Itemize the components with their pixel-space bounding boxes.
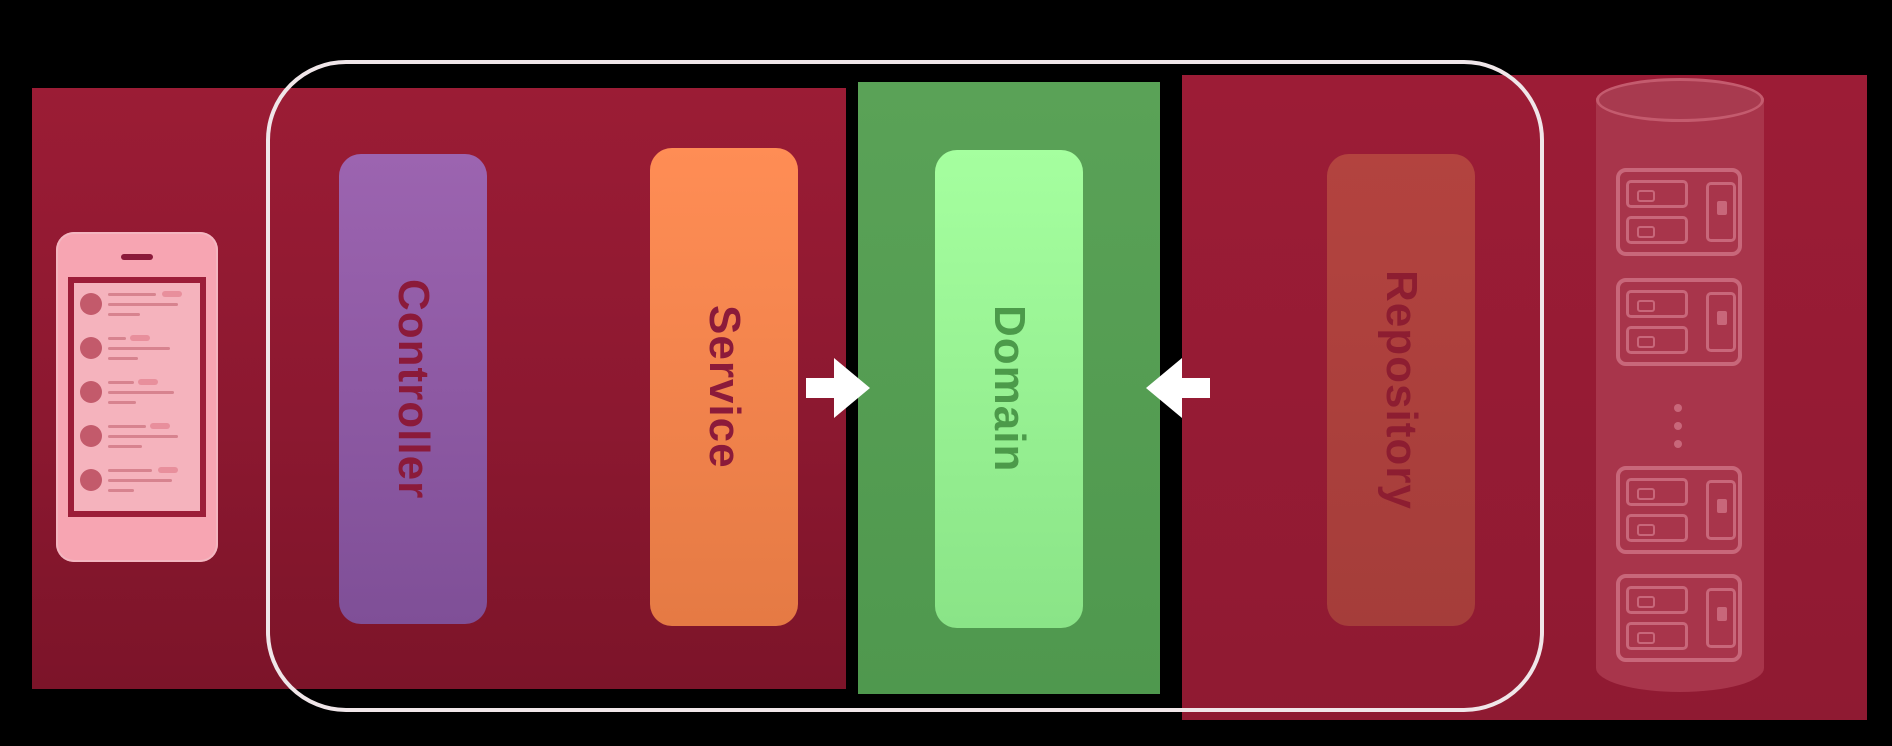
service-label: Service	[700, 305, 749, 469]
list-item	[80, 377, 194, 415]
arrow-right-icon	[806, 358, 870, 418]
domain-box: Domain	[935, 150, 1083, 628]
server-icon	[1616, 466, 1742, 554]
domain-label: Domain	[985, 305, 1034, 473]
service-box: Service	[650, 148, 798, 626]
database-cylinder-body	[1596, 98, 1764, 692]
list-item	[80, 465, 194, 503]
database-cylinder-top	[1596, 78, 1764, 122]
server-icon	[1616, 168, 1742, 256]
phone-app-list	[74, 283, 200, 511]
application-boundary	[266, 60, 1544, 712]
phone-speaker	[121, 254, 153, 260]
server-icon	[1616, 574, 1742, 662]
smartphone-icon	[56, 232, 218, 562]
ellipsis-icon	[1672, 400, 1684, 456]
database-icon	[1596, 78, 1764, 712]
list-item	[80, 333, 194, 371]
server-icon	[1616, 278, 1742, 366]
repository-box: Repository	[1327, 154, 1475, 626]
list-item	[80, 289, 194, 327]
arrow-left-icon	[1146, 358, 1210, 418]
list-item	[80, 421, 194, 459]
controller-label: Controller	[389, 278, 438, 500]
controller-box: Controller	[339, 154, 487, 624]
phone-screen	[68, 277, 206, 517]
repository-label: Repository	[1377, 270, 1426, 510]
